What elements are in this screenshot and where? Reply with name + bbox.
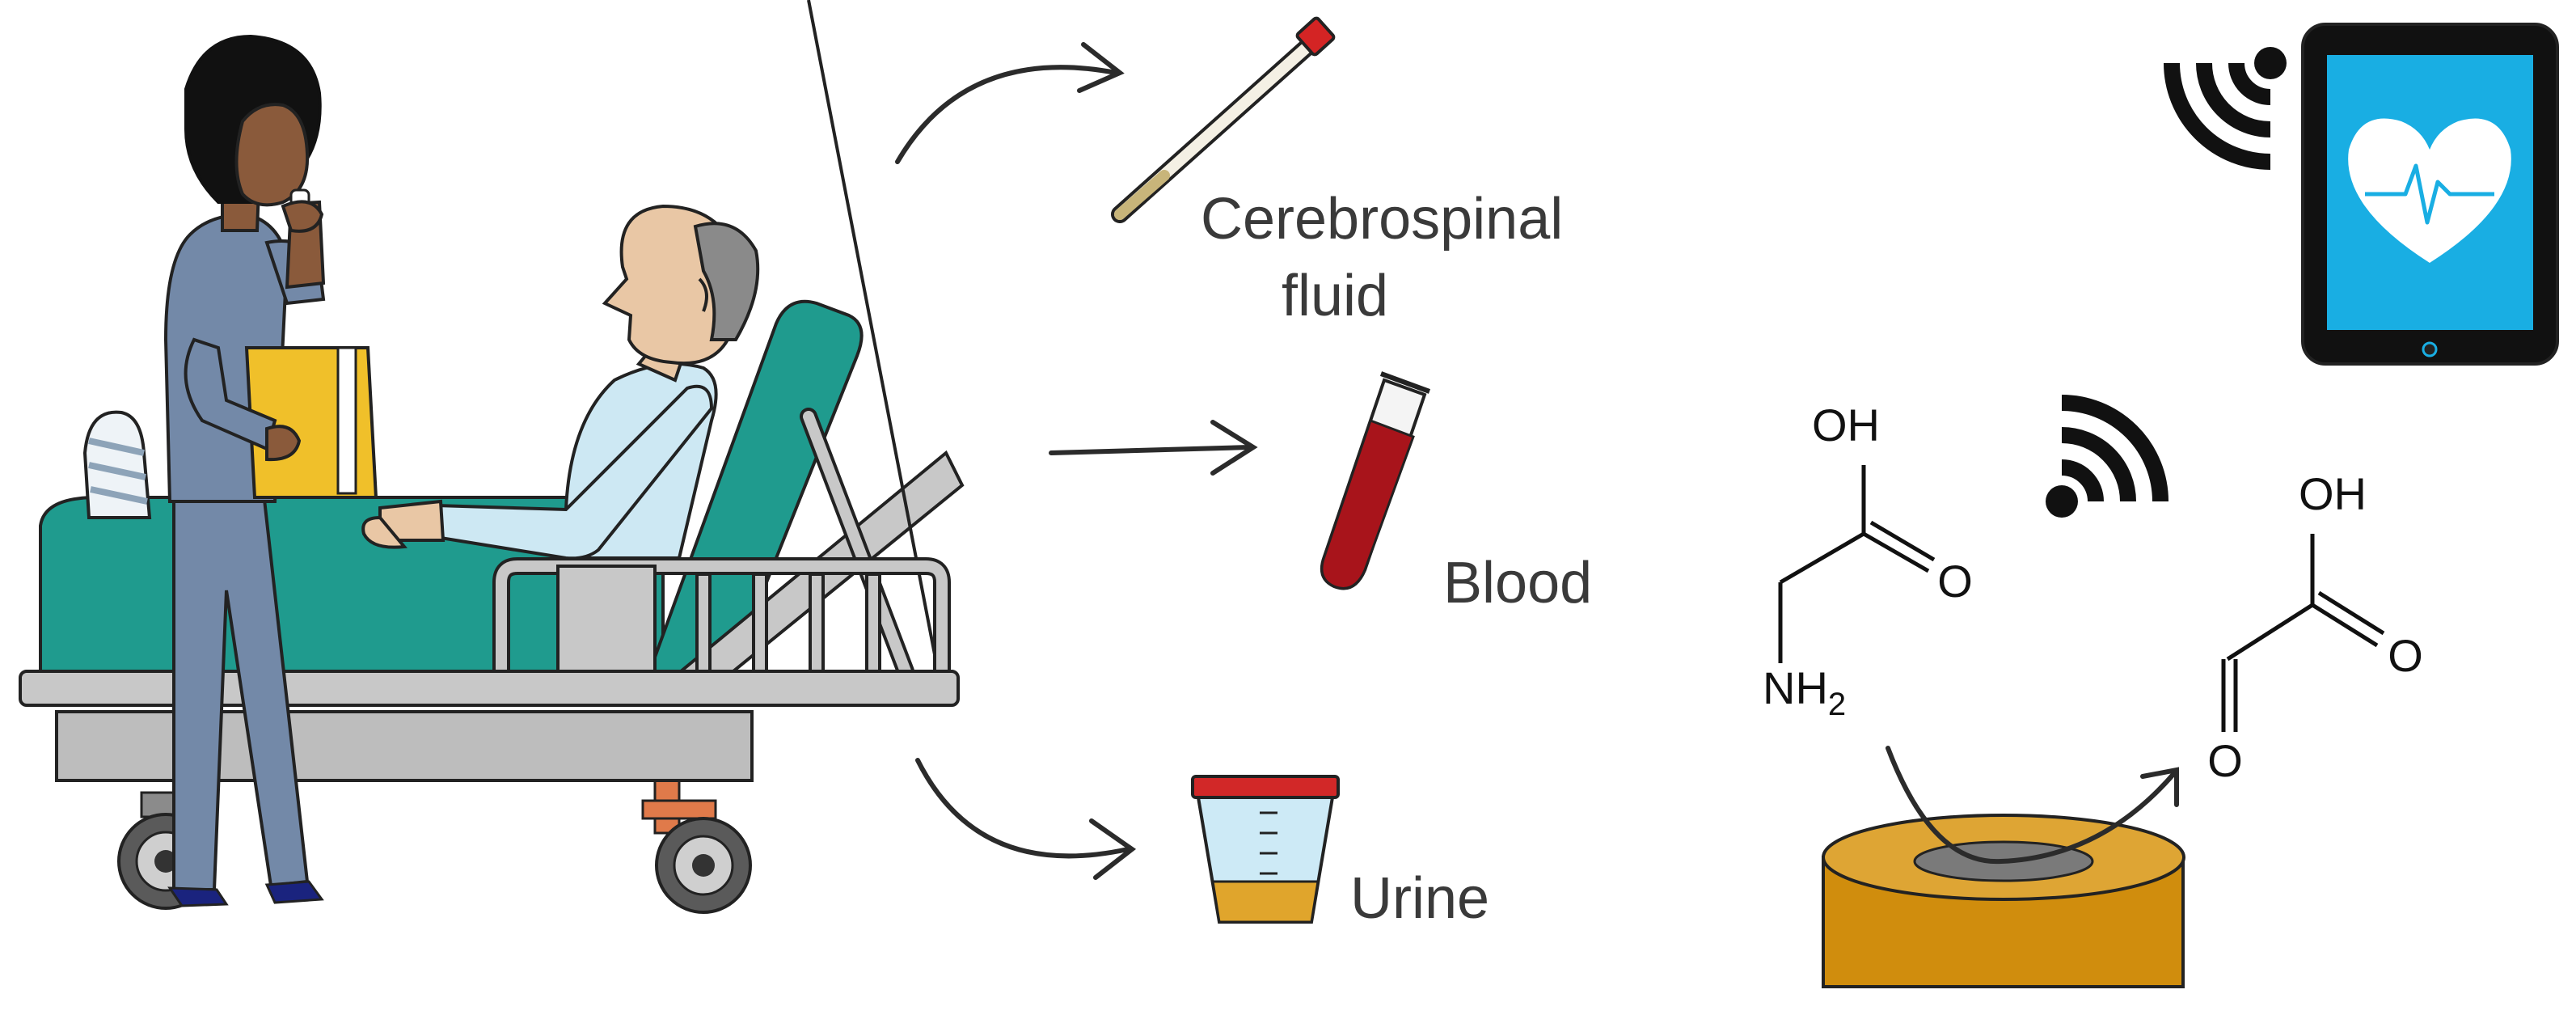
nurse-figure	[163, 34, 378, 907]
urine-cup-icon	[1191, 775, 1340, 924]
sample-arrows	[895, 42, 1258, 880]
glycine-nh-label: NH2	[1763, 662, 1846, 722]
hospital-bed	[19, 0, 965, 914]
csf-label-line2: fluid	[1282, 264, 1388, 328]
electrode-icon	[1822, 814, 2185, 988]
wifi-signal-icon-2	[2046, 395, 2168, 518]
patient-figure	[82, 204, 760, 560]
glycine-o-label: O	[1937, 556, 1973, 607]
glycine-structure	[1778, 465, 1936, 663]
urine-label: Urine	[1350, 866, 1489, 931]
wifi-signal-icon	[2164, 47, 2287, 170]
glyoxylic-o-aldehyde-label: O	[2207, 735, 2243, 786]
glyoxylic-acid-structure	[2221, 534, 2385, 732]
arrow-to-blood	[1049, 445, 1252, 455]
arrow-to-urine	[915, 758, 1130, 859]
bed-side-rail	[492, 557, 951, 677]
reaction-arrow	[1886, 746, 2179, 865]
glyoxylic-oh-label: OH	[2299, 468, 2367, 519]
blood-tube-icon	[1320, 371, 1431, 590]
bed-wheel-right	[641, 775, 752, 914]
tablet-icon	[2301, 23, 2559, 366]
arrow-to-csf	[895, 65, 1118, 164]
glyoxylic-o-acid-label: O	[2388, 630, 2423, 681]
csf-label-line1: Cerebrospinal	[1201, 187, 1563, 252]
swab-tube-icon	[1111, 16, 1336, 223]
glycine-oh-label: OH	[1812, 400, 1880, 450]
blood-label: Blood	[1443, 551, 1592, 615]
heart-icon	[2348, 118, 2511, 263]
